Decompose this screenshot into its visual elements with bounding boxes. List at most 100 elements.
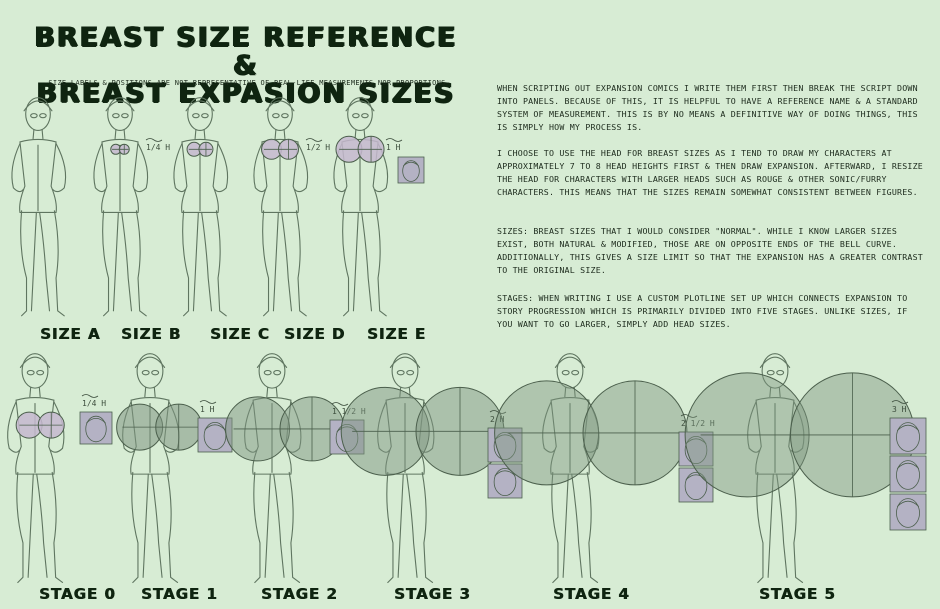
head-measure-box xyxy=(678,467,714,503)
figure-neck xyxy=(114,129,126,140)
head-measure-hair xyxy=(685,438,707,445)
head-measure-hair xyxy=(204,424,226,431)
measure-tilde xyxy=(385,138,403,142)
figure-leg-right xyxy=(135,210,147,317)
figure-arm-right xyxy=(584,401,600,453)
stage-breasts-4 xyxy=(494,380,688,486)
figure-leg-left xyxy=(262,210,270,317)
figure-leg-left-inner xyxy=(562,473,569,578)
head-measure-box xyxy=(889,455,927,493)
head-measure-box xyxy=(79,411,113,445)
stage-label-3: STAGE 3 xyxy=(394,585,471,603)
figure-eye xyxy=(121,113,129,119)
size-figure-0 xyxy=(11,97,67,317)
figure-leg-right-inner xyxy=(776,473,788,578)
stage-figure-4 xyxy=(542,353,600,584)
figure-leg-left-inner xyxy=(112,211,119,312)
figure-leg-left xyxy=(102,210,110,317)
figure-leg-right-inner xyxy=(406,473,418,578)
head-measure-face xyxy=(684,435,708,464)
figure-eye xyxy=(201,113,209,119)
figure-leg-left xyxy=(131,471,139,584)
figure-hair xyxy=(256,356,288,369)
figure-leg-right xyxy=(166,471,179,584)
size-breasts-3 xyxy=(261,138,299,160)
figure-torso xyxy=(181,138,219,213)
figure-hair xyxy=(185,100,215,112)
figure-hair xyxy=(105,100,135,112)
figure-leg-left-inner xyxy=(142,473,149,578)
figure-leg-right-inner xyxy=(121,211,133,312)
measure-tilde xyxy=(331,402,349,406)
breast-guide-lines xyxy=(188,142,212,157)
stage-label-4: STAGE 4 xyxy=(553,585,630,603)
stage-breasts-3 xyxy=(340,386,505,476)
figure-leg-left xyxy=(386,471,394,584)
figure-eye xyxy=(571,369,580,376)
paragraph-intro: WHEN SCRIPTING OUT EXPANSION COMICS I WR… xyxy=(497,83,918,132)
breast-guide-lines xyxy=(507,380,680,485)
head-measure-box xyxy=(889,417,927,455)
stage-label-5: STAGE 5 xyxy=(759,585,836,603)
breast-guide-lines xyxy=(700,372,906,497)
figure-head xyxy=(136,353,164,389)
figure-leg-left xyxy=(20,210,28,317)
stage-mark-5: 3 H xyxy=(892,405,907,414)
paragraph-head-sizes: I CHOOSE TO USE THE HEAD FOR BREAST SIZE… xyxy=(497,148,924,197)
figure-arm-right xyxy=(789,401,805,453)
size-figure-3 xyxy=(253,97,309,317)
size-e-head-reference xyxy=(397,156,425,184)
measure-tilde xyxy=(145,138,163,142)
breast-guide-lines xyxy=(233,396,340,461)
figure-eye xyxy=(272,113,280,119)
size-label-c: SIZE C xyxy=(210,325,270,343)
stage-label-2: STAGE 2 xyxy=(261,585,338,603)
figure-eye xyxy=(281,113,289,119)
figure-leg-right-inner xyxy=(361,211,373,312)
figure-leg-right-inner xyxy=(36,473,48,578)
stage-mark-1: 1 H xyxy=(200,405,215,414)
head-measure-hair xyxy=(86,418,106,424)
page-title: BREAST SIZE REFERENCE & BREAST EXPASION … xyxy=(26,24,466,108)
head-measure-face xyxy=(85,415,107,443)
figure-eye xyxy=(561,369,570,376)
figure-hair xyxy=(23,100,53,112)
figure-hair xyxy=(759,356,791,369)
figure-leg-left-inner xyxy=(27,473,34,578)
figure-leg-right-inner xyxy=(39,211,51,312)
subtitle: -SIZE LABELS & POSITIONS ARE NOT REPRESE… xyxy=(43,79,451,87)
figure-torso xyxy=(101,138,139,213)
size-mark-1: 1/4 H xyxy=(146,143,170,152)
head-measure-hair xyxy=(896,462,920,469)
figure-arm-left xyxy=(333,143,346,193)
stage-figure-1 xyxy=(122,353,180,584)
figure-eye xyxy=(112,113,120,119)
size-figure-1 xyxy=(93,97,149,317)
measure-tilde xyxy=(680,414,698,418)
head-measure-face xyxy=(896,422,920,452)
head-measure-hair xyxy=(494,470,516,477)
figure-head xyxy=(21,353,49,389)
figure-arm-left xyxy=(173,143,186,193)
figure-leg-left-inner xyxy=(272,211,279,312)
figure-torso xyxy=(19,138,57,213)
title-line-1: BREAST SIZE REFERENCE & xyxy=(34,22,458,81)
paragraph-sizes: SIZES: BREAST SIZES THAT I WOULD CONSIDE… xyxy=(497,226,924,275)
breast-guide-lines xyxy=(352,387,498,476)
figure-neck xyxy=(769,386,781,398)
figure-arm-left xyxy=(7,401,21,453)
figure-torso xyxy=(755,397,795,475)
figure-eye xyxy=(263,369,272,376)
figure-head xyxy=(107,97,133,131)
size-breasts-4 xyxy=(335,135,385,163)
stage-breasts-2 xyxy=(225,396,345,462)
head-measure-hair xyxy=(494,434,516,441)
head-measure-box xyxy=(889,493,927,531)
figure-leg-left-inner xyxy=(767,473,774,578)
figure-leg-right xyxy=(51,471,64,584)
figure-head xyxy=(187,97,213,131)
figure-neck xyxy=(29,386,41,398)
figure-leg-right-inner xyxy=(273,473,285,578)
title-line-2: BREAST EXPASION SIZES xyxy=(36,78,456,109)
